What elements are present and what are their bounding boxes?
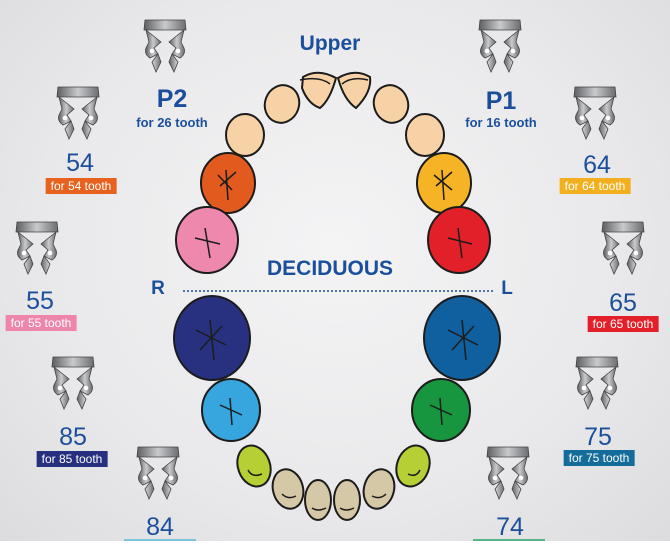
clamp-74-code: 74	[496, 513, 524, 541]
lower-canine-tooth	[395, 444, 431, 488]
clamp-65-icon	[598, 220, 648, 278]
deciduous-label: DECIDUOUS	[266, 257, 394, 280]
tooth-54	[200, 152, 256, 214]
clamp-65-code: 65	[609, 289, 637, 317]
clamp-64-code: 64	[583, 151, 611, 179]
clamp-85-icon	[48, 355, 98, 413]
upper-lateral-tooth	[263, 84, 301, 124]
clamp-64-icon	[570, 85, 620, 143]
upper-label: Upper	[299, 32, 361, 55]
p1-code: P1	[485, 87, 517, 115]
clamp-84-icon	[133, 445, 183, 503]
bottom-margin	[0, 541, 670, 546]
clamp-p1-icon	[475, 18, 525, 76]
clamp-74-badge	[473, 539, 545, 542]
clamp-84-code: 84	[146, 513, 174, 541]
clamp-55-icon	[12, 220, 62, 278]
clamp-55-code: 55	[26, 287, 54, 315]
p2-code: P2	[156, 85, 188, 113]
clamp-p2-icon	[140, 18, 190, 76]
lower-incisor-tooth	[333, 479, 361, 521]
clamp-74-icon	[483, 445, 533, 503]
clamp-54-code: 54	[66, 149, 94, 177]
clamp-55-badge: for 55 tooth	[5, 315, 77, 331]
clamp-54-icon	[53, 85, 103, 143]
clamp-65-badge: for 65 tooth	[587, 316, 659, 332]
left-side-label: L	[501, 278, 513, 299]
upper-lateral-tooth	[372, 84, 410, 124]
lower-incisor-tooth	[304, 479, 332, 521]
lower-incisor-tooth	[362, 468, 396, 510]
upper-canine-tooth	[405, 113, 445, 157]
lower-canine-tooth	[236, 444, 272, 488]
lower-incisor-tooth	[271, 468, 305, 510]
p1-description: for 16 tooth	[465, 115, 537, 130]
clamp-54-badge: for 54 tooth	[45, 178, 117, 194]
clamp-84-badge	[124, 539, 196, 542]
clamp-85-badge: for 85 tooth	[36, 451, 108, 467]
upper-canine-tooth	[225, 113, 265, 157]
upper-incisor-tooth	[300, 71, 338, 110]
upper-incisor-tooth	[336, 71, 372, 110]
clamp-75-badge: for 75 tooth	[563, 450, 635, 466]
right-side-label: R	[151, 278, 165, 299]
clamp-75-icon	[572, 355, 622, 413]
clamp-85-code: 85	[59, 423, 87, 451]
p2-description: for 26 tooth	[136, 115, 208, 130]
clamp-64-badge: for 64 tooth	[559, 178, 631, 194]
clamp-75-code: 75	[584, 423, 612, 451]
